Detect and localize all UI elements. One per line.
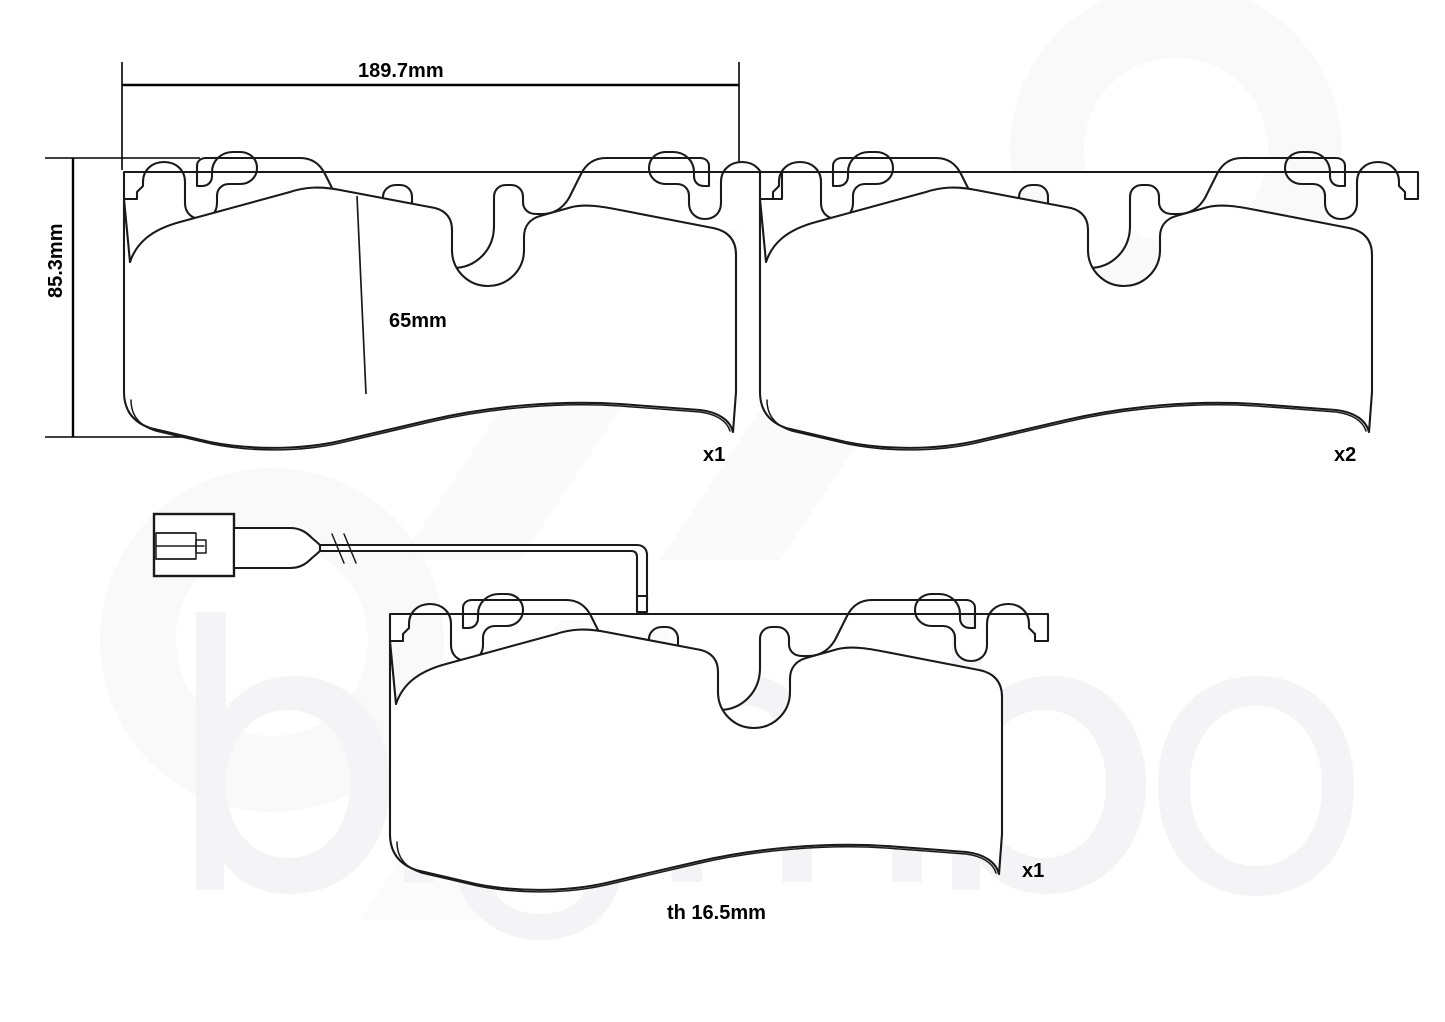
wear-sensor-connector-body bbox=[152, 512, 236, 578]
wear-sensor-pin bbox=[635, 594, 649, 614]
cable-break-slash-2 bbox=[343, 533, 357, 564]
pad-lower-chamfer bbox=[396, 841, 997, 893]
wear-sensor-assembly[interactable] bbox=[152, 512, 649, 614]
pad-lower-friction bbox=[388, 628, 1004, 891]
dimension-width bbox=[121, 62, 740, 170]
cable-break-slash-1 bbox=[331, 533, 345, 564]
pad-lower[interactable]: x1 bbox=[388, 592, 1050, 893]
qty-pad-upper-left: x1 bbox=[703, 444, 725, 466]
label-width: 189.7mm bbox=[358, 60, 444, 82]
label-pad-length: 65mm bbox=[389, 310, 447, 332]
pad-upper-right-friction bbox=[758, 186, 1374, 449]
pad-upper-left-chamfer bbox=[130, 399, 731, 451]
label-thickness: th 16.5mm bbox=[667, 902, 766, 924]
connector-latch bbox=[195, 539, 207, 554]
pad-upper-right[interactable]: x2 bbox=[758, 150, 1420, 466]
wear-sensor-strain-relief bbox=[232, 526, 322, 570]
pad-upper-left[interactable]: 65mm x1 bbox=[122, 150, 784, 466]
pad-upper-right-chamfer bbox=[766, 399, 1367, 451]
qty-pad-lower: x1 bbox=[1022, 860, 1044, 882]
pad-upper-left-friction bbox=[122, 186, 738, 449]
pad-upper-left-split-line bbox=[356, 195, 367, 395]
label-height: 85.3mm bbox=[45, 224, 67, 299]
qty-pad-upper-right: x2 bbox=[1334, 444, 1356, 466]
